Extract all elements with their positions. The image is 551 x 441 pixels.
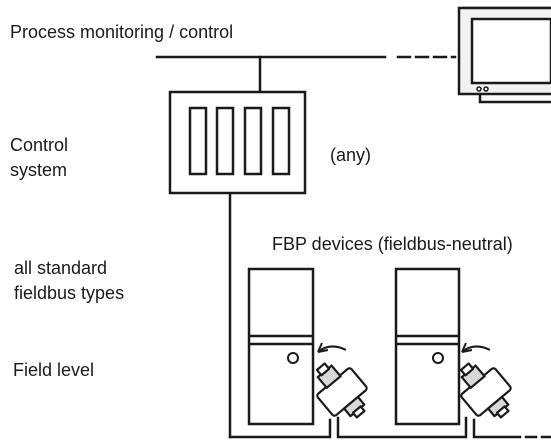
control-system-label-line2: system: [10, 160, 68, 180]
fieldbus-types-label-line2: fieldbus types: [14, 283, 125, 303]
monitor-icon: [457, 6, 551, 104]
fbp-module-1: [315, 362, 368, 419]
field-device-1: [247, 267, 315, 426]
any-label: (any): [330, 145, 372, 165]
fieldbus-segment-2: [336, 416, 468, 439]
control-system-rack: [168, 90, 307, 195]
fieldbus-segment-1: [228, 418, 332, 439]
process-monitoring-label: Process monitoring / control: [10, 22, 234, 42]
fieldbus-segment-3: [472, 418, 522, 439]
control-system-label-line1: Control: [10, 135, 69, 155]
fbp-devices-label: FBP devices (fieldbus-neutral): [272, 234, 513, 254]
field-level-label: Field level: [13, 360, 95, 380]
fieldbus-types-label-line1: all standard: [14, 258, 108, 278]
fbp-arrow-2: [461, 342, 491, 353]
fbp-arrow-1: [317, 342, 347, 353]
fbp-module-2: [459, 362, 512, 419]
field-device-2: [394, 267, 461, 426]
